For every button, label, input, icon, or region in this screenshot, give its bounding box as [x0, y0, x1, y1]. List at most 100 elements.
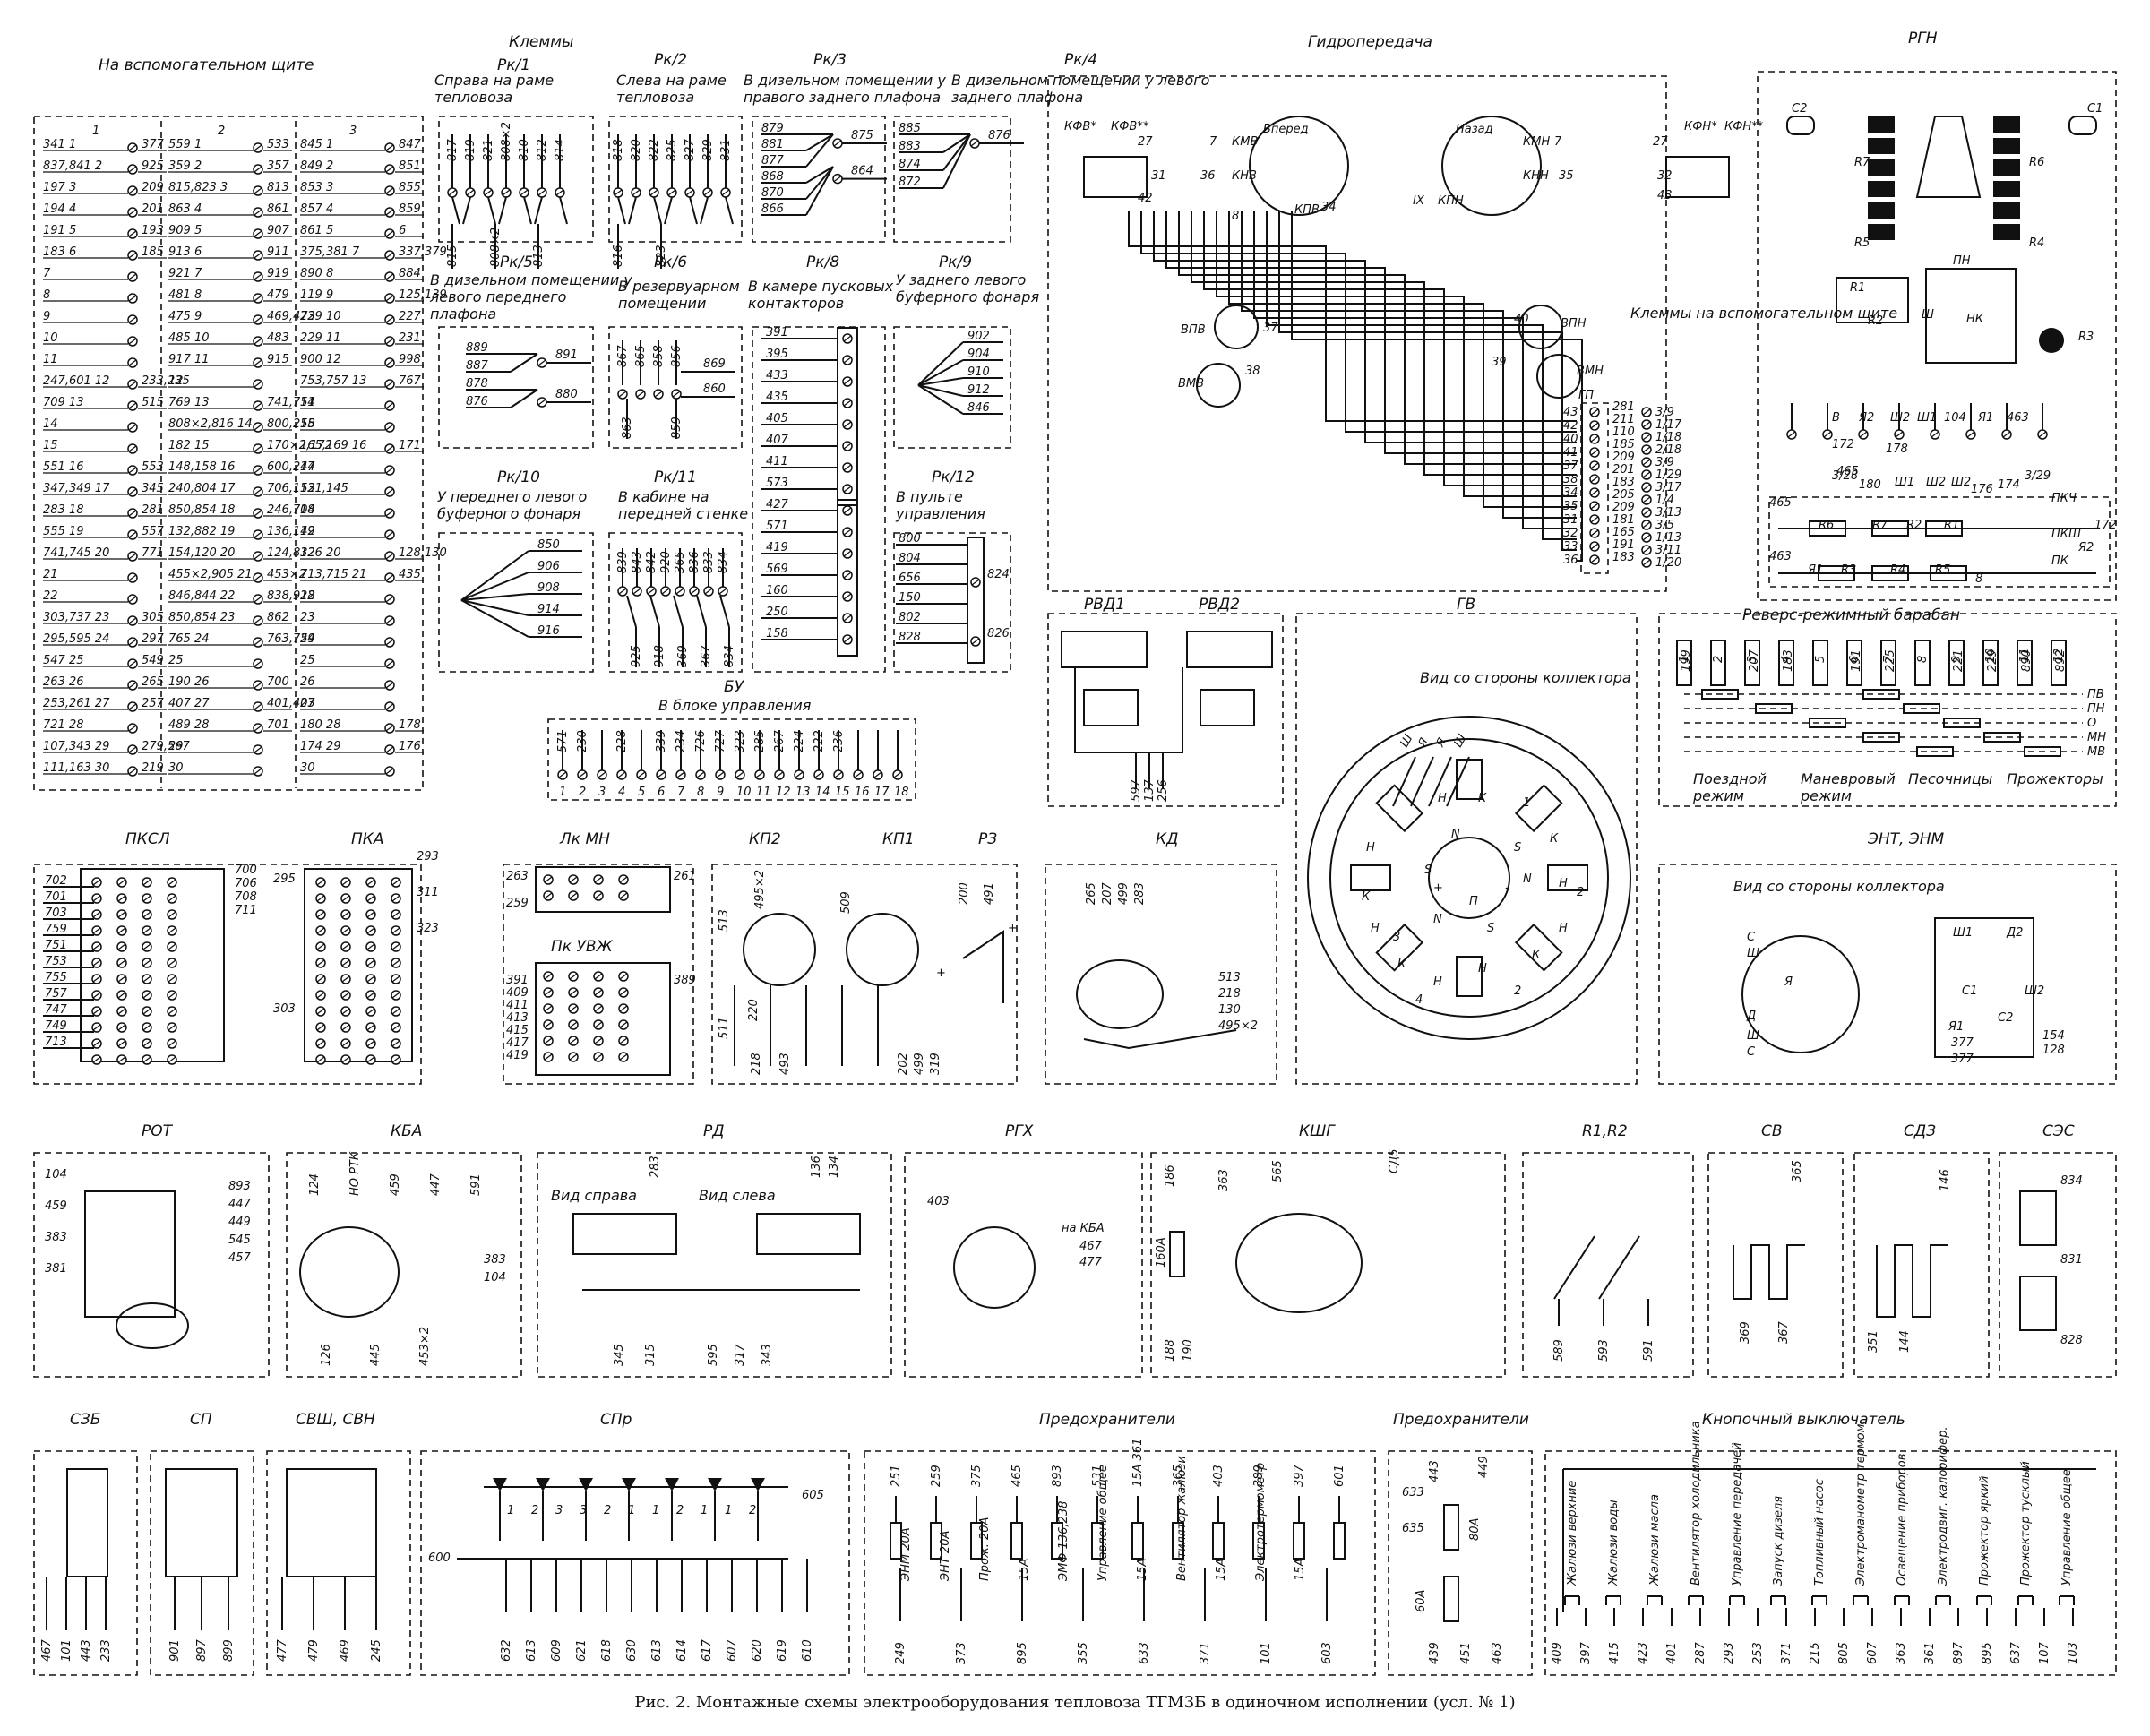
rk4-wire: [942, 133, 971, 189]
pksl-contact: [142, 877, 152, 888]
reverse-contact: [1982, 640, 1999, 686]
aux-right-label: 741,751: [267, 396, 315, 409]
aux-left-label: 407 27: [168, 697, 210, 710]
rk3-wire: [805, 133, 834, 151]
rgn-terminal: [1858, 429, 1869, 440]
aux-left-label: 559 1: [168, 138, 202, 151]
terminal-slash: [254, 166, 262, 173]
terminal-slash: [366, 975, 375, 983]
pka-contact: [391, 877, 401, 888]
vpv-valve: [1214, 305, 1259, 349]
terminal-slash: [254, 553, 262, 560]
rk11-frame: [608, 532, 743, 673]
ent-label: 377: [1951, 1036, 1974, 1050]
kp2-coil: [743, 913, 816, 986]
rk11-bot-label: 834: [723, 645, 736, 667]
rk6-right-label: 869: [703, 357, 726, 371]
reverse-contact: [1846, 640, 1862, 686]
button-function-label: Жалюзи воды: [1607, 1500, 1621, 1586]
terminal-slash: [128, 488, 137, 495]
sp-frame: [150, 1450, 254, 1676]
aux-terminal: [253, 658, 263, 669]
spr-num-label: 3: [555, 1504, 563, 1517]
rk3-subtitle: правого заднего плафона: [744, 89, 941, 106]
aux-right-label: 185: [142, 245, 164, 259]
pkuvzh-left-label: 409: [506, 986, 529, 1000]
rgn-resistor: [1930, 565, 1967, 581]
spr-diode: [665, 1478, 679, 1491]
rd-top-label: 134: [828, 1156, 841, 1178]
rk11-bot-label: 367: [700, 644, 713, 667]
rd-bot-label: 345: [613, 1344, 626, 1366]
bu-terminal: [794, 769, 804, 780]
reverse-valve: [1441, 116, 1542, 216]
terminal-slash: [716, 771, 725, 778]
reverse-contact: [1676, 640, 1692, 686]
gv-label: N: [1451, 828, 1460, 841]
fuses1-bot-label: 355: [1077, 1642, 1090, 1664]
aux-left-label: 22: [43, 589, 58, 603]
gidro-right-terminal: [1641, 432, 1652, 443]
rgn-contact-left: [1868, 202, 1895, 219]
terminal-slash: [254, 488, 262, 495]
terminal-slash: [544, 1005, 553, 1012]
rk10-label: 908: [538, 581, 560, 595]
rk12-frame: [893, 532, 1011, 673]
szb-body: [66, 1468, 108, 1577]
fuses1-top-label: 365: [1172, 1465, 1185, 1487]
gidro-label: ВМВ: [1178, 377, 1204, 391]
fuse-element: [930, 1522, 942, 1560]
aux-right-label: 767: [399, 374, 422, 388]
aux-right-label: 125,139: [399, 288, 447, 302]
pksl-left-label: 757: [45, 987, 68, 1001]
aux-left-label: 485 10: [168, 331, 210, 345]
ses-label: 828: [2060, 1334, 2083, 1347]
kshg-label: 363: [1217, 1169, 1231, 1191]
ent-label: Ш1: [1953, 926, 1973, 940]
aux-right-label: 170×2,172: [267, 439, 332, 452]
sdz-heater: [1876, 1244, 1948, 1318]
aux-terminal: [127, 314, 138, 325]
gidro-strip-mid: 183: [1612, 476, 1635, 489]
ent-label: Д: [1746, 1010, 1756, 1023]
pksl-contact: [142, 1038, 152, 1049]
gidro-bus-wire: [1253, 211, 1577, 529]
pka-contact: [315, 990, 326, 1001]
pksl-contact: [116, 877, 127, 888]
rk2-terminal: [649, 187, 659, 198]
pka-contact: [340, 941, 351, 952]
rgn-contact-left: [1868, 159, 1895, 176]
terminal-slash: [385, 660, 394, 667]
gv-label: 2: [1577, 886, 1584, 899]
gv-label: 4: [1415, 993, 1423, 1007]
kd-top-label: 207: [1101, 881, 1114, 905]
rgn-label: ПКЧ: [2051, 492, 2077, 505]
pka-contact: [315, 909, 326, 920]
reverse-contact: [1948, 640, 1965, 686]
terminal-slash: [128, 273, 137, 280]
aux-left-label: 481 8: [168, 288, 202, 302]
fuses1-top-label: 15А 361: [1131, 1439, 1145, 1487]
bu-terminal: [754, 769, 765, 780]
terminal-slash: [366, 943, 375, 950]
aux-terminal: [384, 486, 395, 497]
rk5-left-label: 889: [466, 341, 488, 355]
rgn-label: 178: [1886, 443, 1908, 456]
button-bot-label: 409: [1551, 1642, 1564, 1664]
pksl-contact: [167, 958, 177, 968]
reverse-num-label: 9: [1950, 656, 1964, 663]
gidro-right-terminal: [1641, 557, 1652, 568]
aux-right-label: 279,567: [142, 740, 190, 753]
fuses2-label: 80А: [1468, 1518, 1482, 1541]
terminal-slash: [385, 338, 394, 345]
rgn-label: ПК: [2051, 554, 2069, 568]
fuse-element: [1172, 1522, 1184, 1560]
rk1-wire: [452, 196, 460, 225]
aux-left-label: 455×2,905 21: [168, 568, 253, 581]
rgx-coil: [953, 1226, 1036, 1309]
terminal-slash: [117, 975, 126, 983]
aux-terminal: [253, 293, 263, 304]
rk3-left-label: 881: [761, 138, 784, 151]
terminal-slash: [366, 1024, 375, 1031]
